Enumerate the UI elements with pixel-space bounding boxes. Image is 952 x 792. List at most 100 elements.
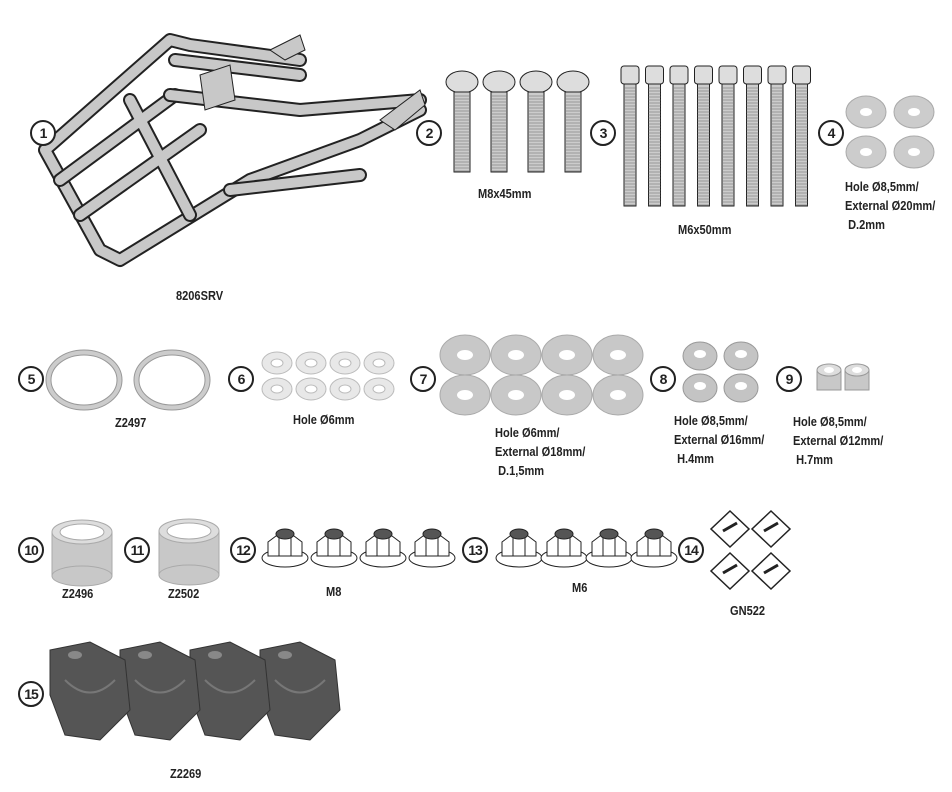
- nut-insert: [554, 528, 574, 540]
- callout-8: 8: [650, 366, 676, 392]
- washer-hole: [610, 390, 626, 400]
- washer-hole: [372, 384, 386, 394]
- screw-head: [519, 70, 553, 94]
- clamp-block: [189, 641, 271, 741]
- nut-hex: [316, 535, 352, 557]
- screw-head: [620, 65, 640, 85]
- nut-hex: [267, 535, 303, 557]
- callout-3: 3: [590, 120, 616, 146]
- label-4-line: D.2mm: [845, 217, 885, 232]
- nut-insert: [422, 528, 442, 540]
- m8-nuts-icon: [261, 528, 456, 568]
- label-8: Hole Ø8,5mm/ External Ø16mm/ H.4mm: [674, 411, 764, 468]
- label-4-line: Hole Ø8,5mm/: [845, 179, 919, 194]
- washer-hole: [559, 390, 575, 400]
- label-8-line: Hole Ø8,5mm/: [674, 413, 748, 428]
- label-2: M8x45mm: [478, 186, 532, 201]
- nut-hex: [365, 535, 401, 557]
- callout-9: 9: [776, 366, 802, 392]
- spacers-16-icon: [682, 341, 759, 403]
- clamp-saddle: [274, 679, 326, 694]
- spacer-hole: [735, 382, 747, 390]
- callout-13: 13: [462, 537, 488, 563]
- spacer-hole: [735, 350, 747, 358]
- nut-hex: [501, 535, 537, 557]
- callout-14: 14: [678, 537, 704, 563]
- spacer-hole: [824, 367, 834, 373]
- rack-tube: [55, 55, 305, 220]
- small-washers-icon: [261, 351, 395, 401]
- label-14: GN522: [730, 603, 766, 618]
- m6-nuts-icon: [495, 528, 678, 568]
- nut-insert: [324, 528, 344, 540]
- clip-slot: [763, 563, 779, 575]
- label-11: Z2502: [168, 586, 200, 601]
- label-10: Z2496: [62, 586, 94, 601]
- clip-slot: [763, 521, 779, 533]
- screw-head: [445, 70, 479, 94]
- rack-bracket: [269, 34, 306, 61]
- bushing-hole: [166, 522, 212, 540]
- washer-hole: [908, 148, 920, 156]
- clamp-hole: [278, 651, 292, 659]
- clamp-saddle: [64, 679, 116, 694]
- bushing-bottom: [51, 565, 113, 587]
- label-9-line: External Ø12mm/: [793, 433, 884, 448]
- callout-15: 15: [18, 681, 44, 707]
- screw-head: [792, 65, 811, 85]
- screw-head: [767, 65, 787, 85]
- washer-hole: [457, 350, 473, 360]
- label-12: M8: [326, 584, 342, 599]
- label-9-line: Hole Ø8,5mm/: [793, 414, 867, 429]
- cable-clips-icon: [709, 509, 792, 591]
- washer-hole: [304, 358, 318, 368]
- nut-hex: [546, 535, 582, 557]
- label-7: Hole Ø6mm/ External Ø18mm/ D.1,5mm: [495, 423, 585, 480]
- clamp-hole: [208, 651, 222, 659]
- washer-hole: [610, 350, 626, 360]
- bushing-hole: [59, 523, 105, 541]
- clip: [709, 551, 751, 591]
- label-6: Hole Ø6mm: [293, 412, 355, 427]
- callout-4: 4: [818, 120, 844, 146]
- callout-2: 2: [416, 120, 442, 146]
- bushing-z2502-icon: [158, 518, 220, 586]
- nut-insert: [644, 528, 664, 540]
- spacer-hole: [852, 367, 862, 373]
- label-4-line: External Ø20mm/: [845, 198, 936, 213]
- clamp-saddle: [134, 679, 186, 694]
- nut-insert: [599, 528, 619, 540]
- washer-hole: [338, 358, 352, 368]
- bushing-z2496-icon: [51, 519, 113, 587]
- screw-head: [645, 65, 664, 85]
- label-4: Hole Ø8,5mm/ External Ø20mm/ D.2mm: [845, 177, 935, 234]
- washer-hole: [908, 108, 920, 116]
- label-3: M6x50mm: [678, 222, 732, 237]
- washer-hole: [860, 148, 872, 156]
- label-8-line: H.4mm: [674, 451, 714, 466]
- screw-head: [718, 65, 738, 85]
- label-15: Z2269: [170, 766, 202, 781]
- clamp-blocks-icon: [49, 641, 341, 741]
- clip-slot: [722, 563, 738, 575]
- rack-tube: [40, 35, 425, 265]
- label-1: 8206SRV: [176, 288, 224, 303]
- washer-hole: [457, 390, 473, 400]
- bushing-bottom: [158, 564, 220, 586]
- washer-hole: [860, 108, 872, 116]
- washers-8.5-20-icon: [845, 95, 935, 169]
- screw-head: [556, 70, 590, 94]
- rear-rack-icon: [38, 33, 427, 267]
- clip: [750, 551, 792, 591]
- callout-11: 11: [124, 537, 150, 563]
- screw-head: [694, 65, 713, 85]
- clamp-hole: [138, 651, 152, 659]
- callout-10: 10: [18, 537, 44, 563]
- ring-hole: [50, 354, 118, 406]
- washer-hole: [304, 384, 318, 394]
- screw-head: [669, 65, 689, 85]
- button-head-screws-icon: [445, 70, 590, 173]
- ring-hole: [138, 354, 206, 406]
